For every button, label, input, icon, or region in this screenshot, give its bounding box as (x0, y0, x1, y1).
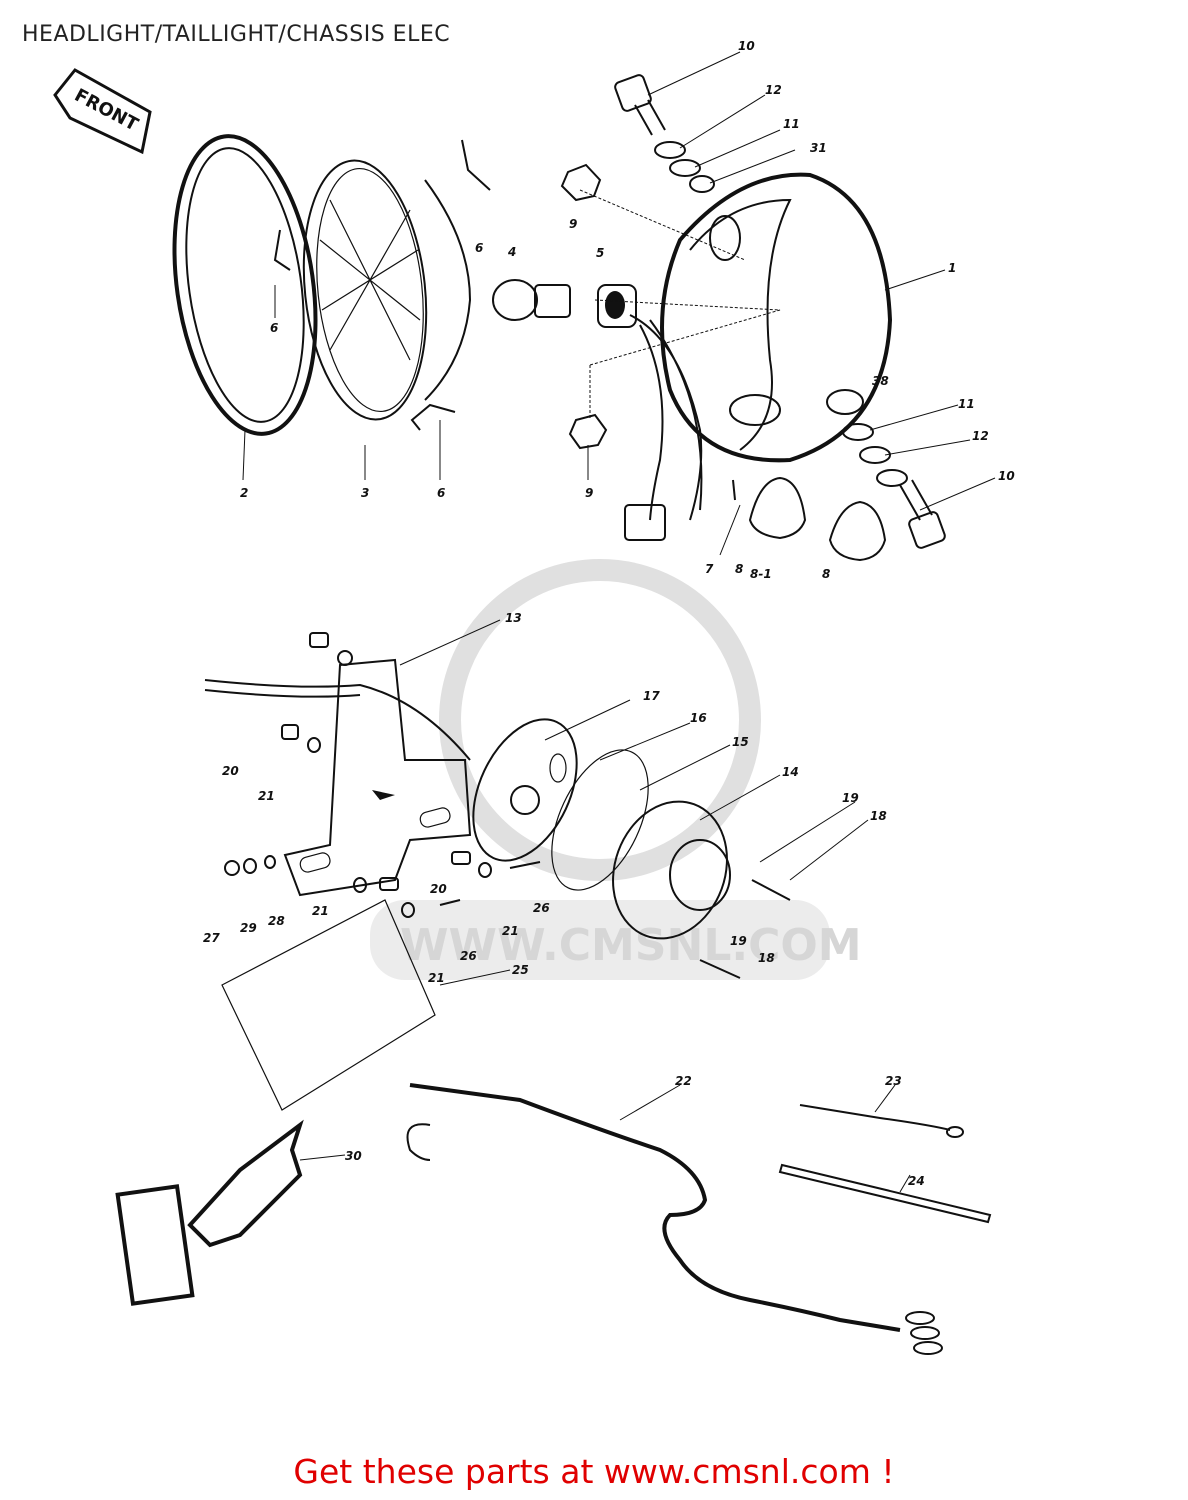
callout-31: 31 (810, 141, 827, 155)
kawasaki-emblem-decal (115, 1119, 304, 1306)
mount-bolt-top (614, 74, 666, 136)
callout-12-top: 12 (765, 83, 782, 97)
wire-connector (624, 504, 666, 541)
callout-21-mid: 21 (312, 904, 329, 918)
callout-19-top: 19 (842, 791, 859, 805)
callout-29: 29 (240, 921, 257, 935)
taillight-base (472, 718, 578, 862)
mounting-clip-top (461, 139, 491, 191)
callout-24: 24 (908, 1174, 925, 1188)
mounting-clip-inner (273, 229, 291, 271)
watermark-logo: WWW.CMSNL.COM (370, 559, 862, 980)
callout-18-top: 18 (870, 809, 887, 823)
callout-4: 4 (507, 245, 516, 259)
cable-band (778, 1163, 992, 1224)
callout-3: 3 (361, 486, 369, 500)
nut-top (560, 163, 602, 202)
callout-22: 22 (675, 1074, 692, 1088)
callout-6-inner: 6 (270, 321, 278, 335)
callout-8-b: 8 (822, 567, 830, 581)
indicator-lamp-a (748, 476, 807, 540)
washer-top-12 (654, 141, 686, 159)
callout-18-bottom: 18 (758, 951, 775, 965)
callout-12-bottom: 12 (972, 429, 989, 443)
washer-bottom-a (876, 469, 908, 487)
callout-26-right: 26 (533, 901, 550, 915)
license-plate-bracket (283, 658, 472, 897)
lens-screw-upper (751, 879, 791, 901)
headlight-housing (660, 172, 893, 463)
callout-25: 25 (512, 963, 529, 977)
callout-38: 38 (872, 374, 889, 388)
footer-cmsnl-link[interactable]: Get these parts at www.cmsnl.com ! (293, 1452, 895, 1491)
watermark-text: WWW.CMSNL.COM (400, 920, 862, 971)
callout-6-top: 6 (475, 241, 483, 255)
taillight-wires (204, 679, 471, 761)
wire-harness (406, 1083, 943, 1355)
callout-8-a: 8 (735, 562, 743, 576)
washer-bottom-11 (842, 423, 874, 441)
callout-26-bottom: 26 (460, 949, 477, 963)
callout-8-1: 8-1 (750, 567, 772, 581)
mounting-clip-bottom (410, 403, 456, 431)
sealed-beam-unit (302, 159, 472, 421)
washer-bottom-12 (859, 446, 891, 464)
license-plate (221, 899, 436, 1111)
callout-19-bottom: 19 (730, 934, 747, 948)
callout-30: 30 (345, 1149, 362, 1163)
headlight-rim (172, 134, 318, 436)
callout-5: 5 (596, 246, 604, 260)
page-title: HEADLIGHT/TAILLIGHT/CHASSIS ELEC (22, 22, 451, 47)
callout-15: 15 (732, 735, 749, 749)
callout-14: 14 (782, 765, 799, 779)
callout-17: 17 (643, 689, 660, 703)
nut-bottom (568, 413, 608, 450)
leader-lines (242, 51, 996, 1193)
callout-20-mid: 20 (430, 882, 447, 896)
callout-13: 13 (505, 611, 522, 625)
callout-21-left: 21 (258, 789, 275, 803)
front-arrow: FRONT (53, 68, 152, 155)
callout-20-left: 20 (222, 764, 239, 778)
callout-9-bottom: 9 (585, 486, 593, 500)
headlight-bulb (492, 279, 571, 321)
indicator-lamp-b (828, 500, 887, 562)
callout-9-top: 9 (569, 217, 577, 231)
screw-7 (732, 479, 736, 501)
headlight-wires (629, 314, 703, 521)
callout-10-bottom: 10 (998, 469, 1015, 483)
taillight-gasket (551, 749, 649, 891)
ground-wire (799, 1104, 951, 1131)
callout-16: 16 (690, 711, 707, 725)
callout-1: 1 (948, 261, 956, 275)
callout-11-bottom: 11 (958, 397, 975, 411)
callout-21-right: 21 (502, 924, 519, 938)
washer-top-11 (669, 159, 701, 177)
callout-10-top: 10 (738, 39, 755, 53)
callout-28: 28 (268, 914, 285, 928)
callout-7: 7 (705, 562, 714, 576)
washer-top-31 (689, 175, 715, 193)
callout-27: 27 (203, 931, 220, 945)
callout-21-bottom: 21 (428, 971, 445, 985)
callout-2: 2 (240, 486, 248, 500)
taillight-lens (612, 800, 731, 940)
callout-23: 23 (885, 1074, 902, 1088)
bracket-fasteners (224, 632, 541, 918)
mount-bolt-bottom (899, 479, 946, 549)
lens-screw-lower (699, 959, 741, 979)
callout-11-top: 11 (783, 117, 800, 131)
callout-6-bottom: 6 (437, 486, 445, 500)
bulb-socket (597, 284, 637, 328)
